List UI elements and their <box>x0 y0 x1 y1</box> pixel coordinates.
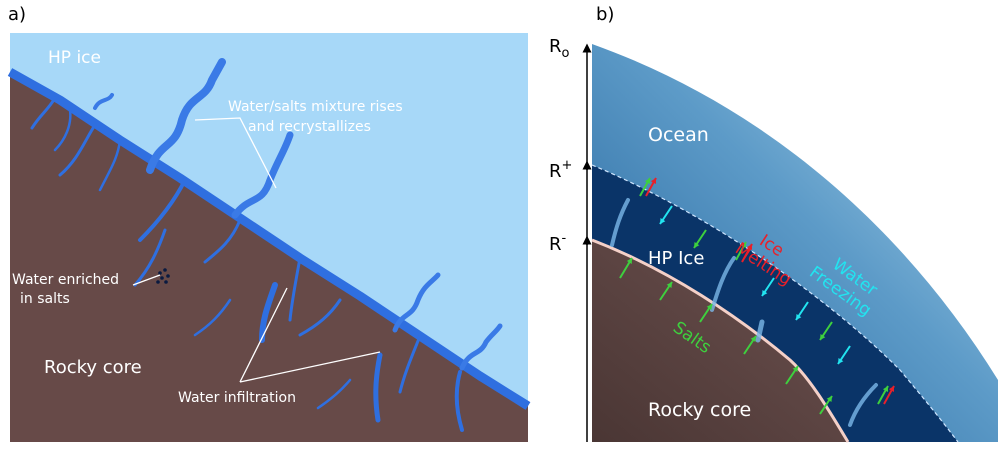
ocean-ice-interface <box>591 164 959 443</box>
salts-arrow <box>785 365 799 385</box>
salts-arrow <box>743 335 757 355</box>
panel-a-label: a) <box>8 4 26 25</box>
leader-lines <box>132 117 381 383</box>
salts-arrow <box>693 229 707 249</box>
melting-arrow <box>741 243 753 263</box>
panel-b-label: b) <box>596 4 614 25</box>
core-ice-interface <box>591 238 850 443</box>
freezing-arrow <box>795 301 809 321</box>
salts-arrow <box>659 281 673 301</box>
ice-plumes <box>610 198 878 427</box>
freezing-arrow <box>761 277 775 297</box>
melting-arrow <box>883 385 895 405</box>
panel-b-rocky-core-label: Rocky core <box>648 399 751 421</box>
salt-enrichment-dots <box>156 268 170 284</box>
axis-label-rminus: R- <box>549 231 567 255</box>
infiltration-channels <box>30 96 464 432</box>
panel-a-rocky-core-label: Rocky core <box>44 357 142 378</box>
axis-label-rplus: R+ <box>549 158 572 182</box>
freezing-arrow <box>837 345 851 365</box>
salts-arrow <box>699 303 713 323</box>
rocky-core-region <box>10 72 528 442</box>
melting-arrow <box>645 177 657 197</box>
panel-b: b) Ro R+ R- Ocean HP Ice Ic <box>549 4 998 443</box>
salts-arrow <box>877 385 889 405</box>
panel-b-hp-ice-label: HP Ice <box>648 248 704 269</box>
ice-rock-boundary <box>7 68 531 410</box>
rocky-core-layer <box>592 240 848 442</box>
panel-a-hp-ice-label: HP ice <box>48 48 101 68</box>
salts-arrow <box>639 177 651 197</box>
salts-arrow <box>819 321 833 341</box>
axis-label-ro: Ro <box>549 36 570 61</box>
ocean-label: Ocean <box>648 124 709 146</box>
rising-plumes <box>93 58 503 371</box>
water-salts-label-line2: and recrystallizes <box>248 119 371 135</box>
salts-arrow <box>735 241 747 261</box>
enriched-label-line2: in salts <box>20 291 70 307</box>
freezing-arrow <box>659 205 673 225</box>
water-salts-label-line1: Water/salts mixture rises <box>228 99 403 115</box>
flux-arrows <box>619 177 895 415</box>
salts-arrow <box>819 395 833 415</box>
enriched-label-line1: Water enriched <box>12 272 119 288</box>
infiltration-label: Water infiltration <box>178 390 296 406</box>
panel-a: a) <box>7 4 531 442</box>
radius-labels: Ro R+ R- <box>549 36 572 255</box>
salts-arrow <box>619 257 633 279</box>
